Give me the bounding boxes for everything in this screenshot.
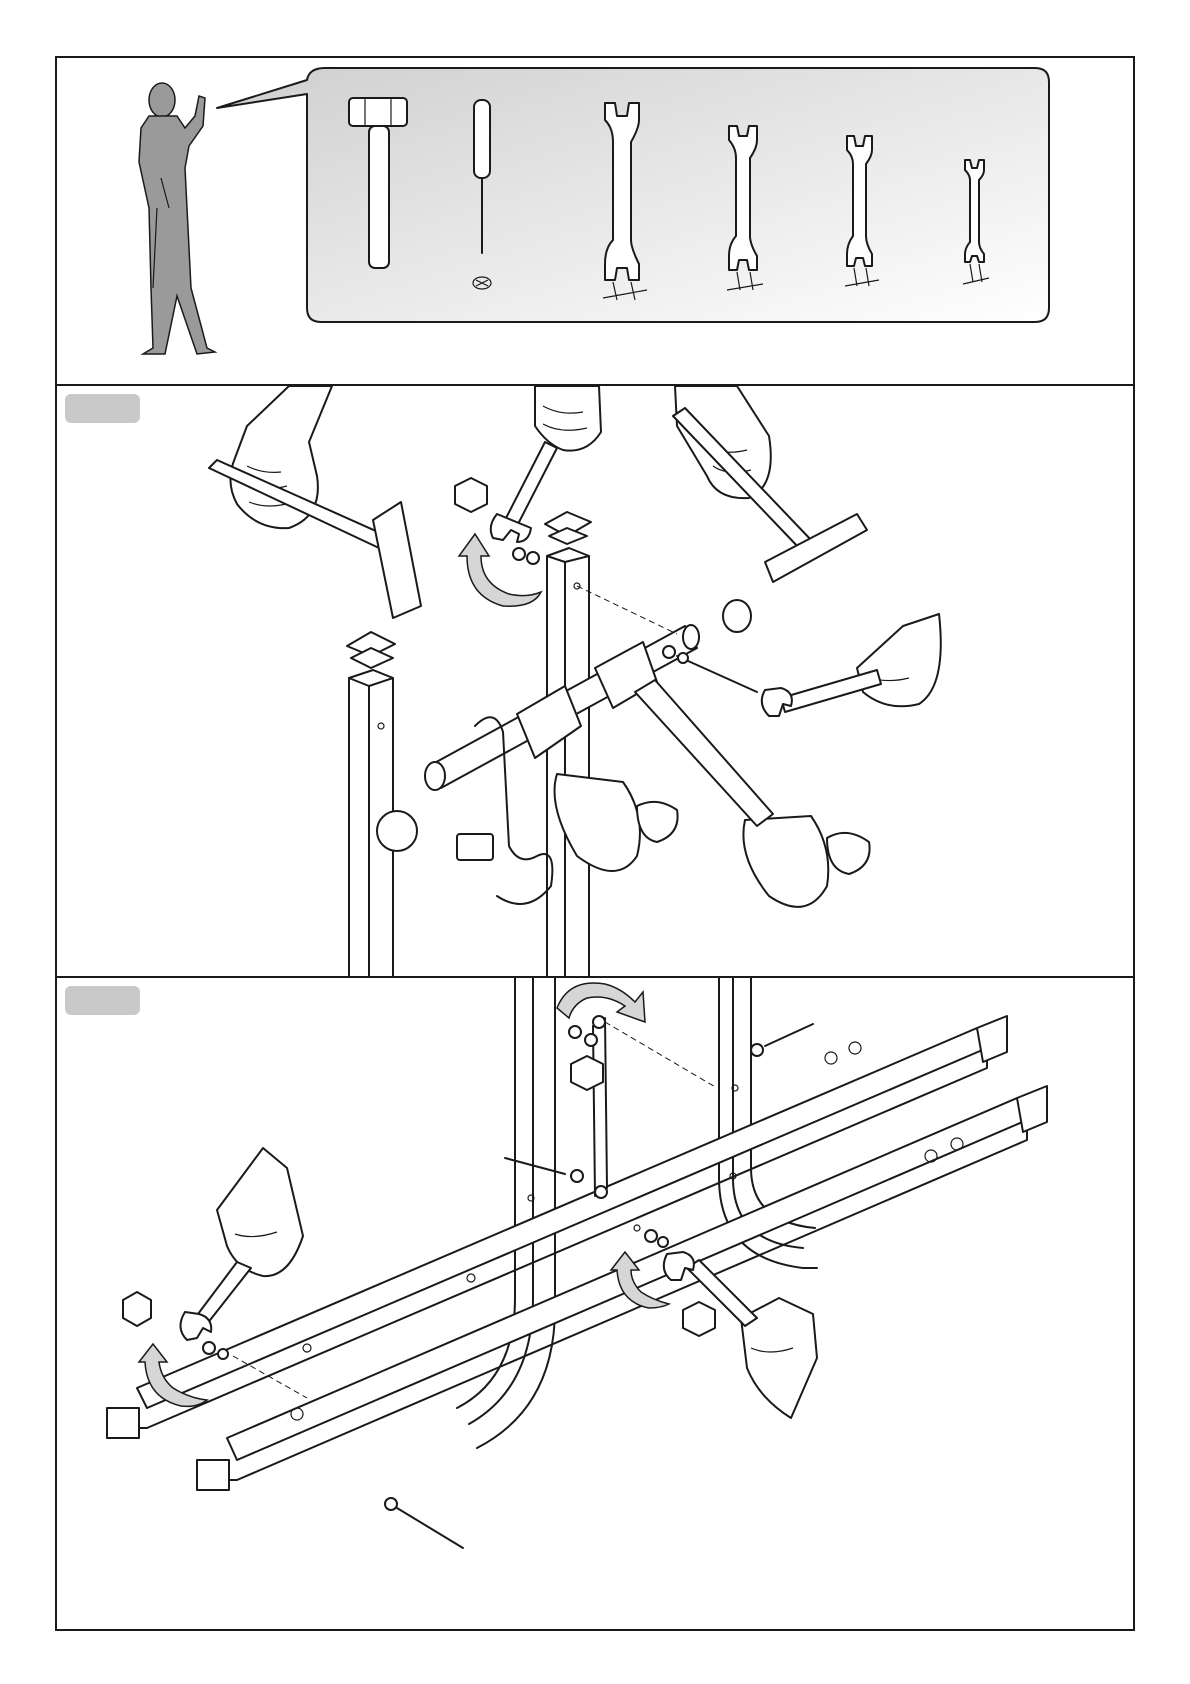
wrench-icon [491, 442, 557, 542]
bolt [765, 1024, 813, 1046]
person-figure [139, 83, 215, 354]
bike-clamp [517, 642, 870, 907]
hex-nut-icon [455, 478, 487, 512]
left-frame [457, 978, 555, 1448]
bolt [677, 656, 757, 692]
hex-nut-icon [683, 1302, 715, 1336]
step-2-section [57, 978, 1133, 1631]
wrench-icon [180, 1262, 251, 1340]
hex-nut-icon [123, 1292, 151, 1326]
hammer-icon [673, 408, 867, 582]
bolt [397, 1508, 463, 1548]
tools-illustration [57, 58, 1133, 384]
hex-nut-icon [571, 1056, 603, 1090]
instruction-sheet [55, 56, 1135, 1631]
hand-icon [535, 386, 601, 451]
step-1-illustration [57, 386, 1133, 976]
rotation-arrow-icon [459, 534, 541, 606]
hand-icon [217, 1148, 303, 1276]
left-post [347, 632, 417, 976]
step-1-section [57, 386, 1133, 978]
step-2-illustration [57, 978, 1133, 1629]
hand-icon [857, 614, 941, 706]
tools-section [57, 58, 1133, 386]
